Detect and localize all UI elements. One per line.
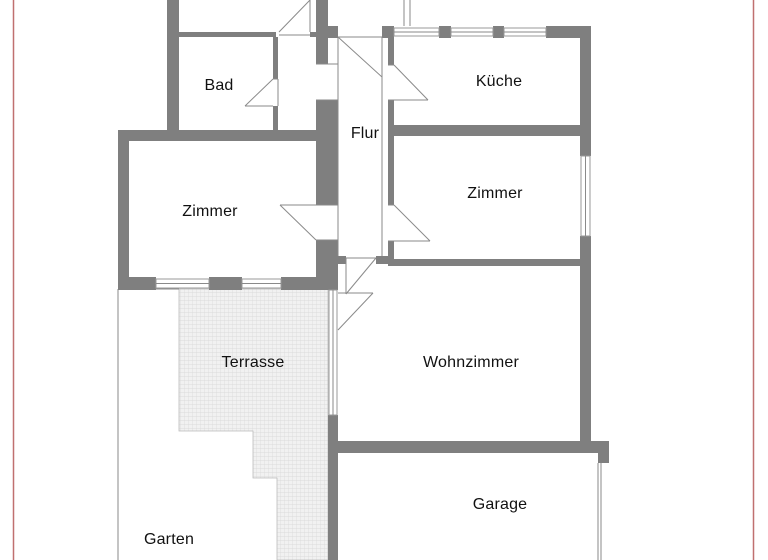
doors [244,0,431,331]
room-label-wohnzimmer: Wohnzimmer [423,354,519,371]
terrace-area [178,288,329,560]
room-label-garten: Garten [143,531,195,548]
room-label-kueche: Küche [475,73,523,90]
windows [155,0,602,560]
room-label-bad: Bad [204,77,234,94]
room-label-garage: Garage [472,496,528,513]
room-label-terrasse: Terrasse [221,354,285,371]
room-label-zimmer-links: Zimmer [182,203,238,220]
room-label-flur: Flur [350,125,380,142]
walls [118,0,609,560]
room-label-zimmer-rechts: Zimmer [467,185,523,202]
garden-outline [117,288,179,560]
